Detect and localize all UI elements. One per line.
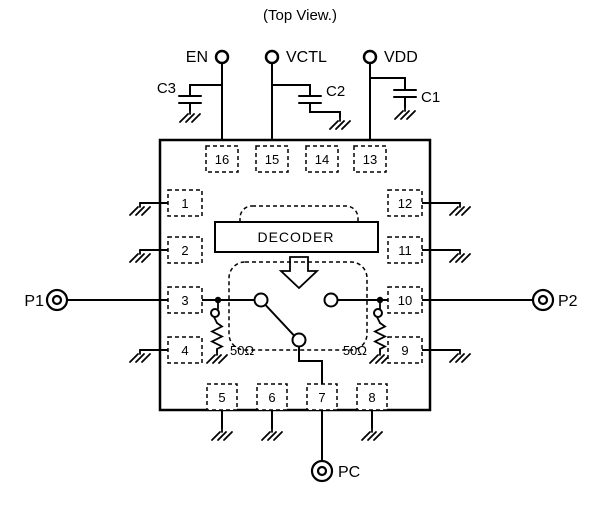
ground-icon	[329, 116, 351, 130]
port-pc: PC	[310, 409, 360, 483]
resistor-right-label: 50Ω	[343, 343, 367, 358]
ground-icon	[129, 202, 151, 216]
pin-9: 9	[387, 336, 423, 364]
pin-12-number: 12	[398, 196, 412, 211]
pin-13: 13	[353, 145, 387, 173]
ground-icon	[449, 202, 471, 216]
pc-port-icon	[310, 459, 334, 483]
decoder-block: DECODER	[214, 205, 379, 253]
pin-1: 1	[167, 189, 203, 217]
capacitor-c2: C2	[271, 83, 351, 130]
pin-10-number: 10	[398, 293, 412, 308]
pin-9-number: 9	[401, 343, 408, 358]
p2-label: P2	[558, 293, 578, 310]
terminal-en: EN	[186, 49, 230, 66]
ground-icon	[449, 249, 471, 263]
pin-5-number: 5	[218, 390, 225, 405]
pin-2-number: 2	[181, 243, 188, 258]
pin-6-number: 6	[268, 390, 275, 405]
capacitor-c3: C3	[157, 80, 223, 123]
switch-blade	[265, 304, 295, 337]
terminal-vdd: VDD	[362, 49, 418, 66]
port-p2: P2	[421, 288, 578, 312]
pin-5: 5	[206, 383, 238, 411]
shunt-contact-right-icon	[373, 308, 383, 318]
pin-14-number: 14	[315, 152, 329, 167]
pin-4-number: 4	[181, 343, 188, 358]
pin-10: 10	[387, 286, 423, 314]
vctl-terminal-icon	[264, 49, 280, 65]
pin-15-number: 15	[265, 152, 279, 167]
switch-contact-right-icon	[323, 292, 339, 308]
pin-14: 14	[305, 145, 339, 173]
decoder-label: DECODER	[257, 229, 334, 245]
pin-12: 12	[387, 189, 423, 217]
c3-label: C3	[157, 80, 176, 97]
pin-8-number: 8	[368, 390, 375, 405]
pin-11: 11	[387, 236, 423, 264]
shunt-contact-left-icon	[210, 308, 220, 318]
ground-icon	[261, 427, 283, 441]
switch-to-pin7-wire	[298, 346, 323, 385]
c2-label: C2	[326, 83, 345, 100]
pin-15: 15	[255, 145, 289, 173]
pin-1-number: 1	[181, 196, 188, 211]
resistor-right-icon	[372, 322, 388, 350]
decoder-arrow-icon	[278, 256, 320, 290]
ground-icon	[211, 427, 233, 441]
pin-7: 7	[306, 383, 338, 411]
pin-6: 6	[256, 383, 288, 411]
ground-icon	[449, 349, 471, 363]
pin-11-number: 11	[398, 243, 412, 258]
pin-3: 3	[167, 286, 203, 314]
p1-label: P1	[24, 293, 44, 310]
port-p1: P1	[24, 288, 169, 312]
vctl-label: VCTL	[286, 49, 327, 66]
resistor-left-icon	[209, 322, 225, 350]
pc-label: PC	[338, 464, 360, 481]
en-terminal-icon	[214, 49, 230, 65]
switch-contact-left-icon	[253, 292, 269, 308]
c1-label: C1	[421, 89, 440, 106]
bottom-pin-wires	[211, 409, 383, 441]
capacitor-c1: C1	[369, 77, 440, 120]
vdd-terminal-icon	[362, 49, 378, 65]
en-label: EN	[186, 49, 208, 66]
pin-7-number: 7	[318, 390, 325, 405]
vdd-label: VDD	[384, 49, 418, 66]
ground-icon	[129, 349, 151, 363]
ground-icon	[361, 427, 383, 441]
pin-16-number: 16	[215, 152, 229, 167]
pin-13-number: 13	[363, 152, 377, 167]
p2-port-icon	[531, 288, 555, 312]
diagram-title: (Top View.)	[263, 7, 337, 24]
junction-dot	[376, 296, 384, 304]
pin-2: 2	[167, 236, 203, 264]
pin-3-number: 3	[181, 293, 188, 308]
right-pin-wires	[421, 202, 471, 363]
decoder-box	[214, 221, 379, 253]
terminal-vctl: VCTL	[264, 49, 327, 66]
pin-8: 8	[356, 383, 388, 411]
switch-core	[201, 292, 389, 385]
ground-icon	[179, 109, 201, 123]
ground-icon	[394, 106, 416, 120]
switch-dashed-outline	[228, 261, 368, 351]
pin-4: 4	[167, 336, 203, 364]
ground-icon	[129, 249, 151, 263]
shunt-left: 50Ω	[206, 301, 254, 364]
resistor-left-label: 50Ω	[230, 343, 254, 358]
p1-port-icon	[45, 288, 69, 312]
shunt-right: 50Ω	[343, 301, 391, 364]
left-pin-wires	[129, 202, 169, 363]
pin-16: 16	[205, 145, 239, 173]
junction-dot	[214, 296, 222, 304]
